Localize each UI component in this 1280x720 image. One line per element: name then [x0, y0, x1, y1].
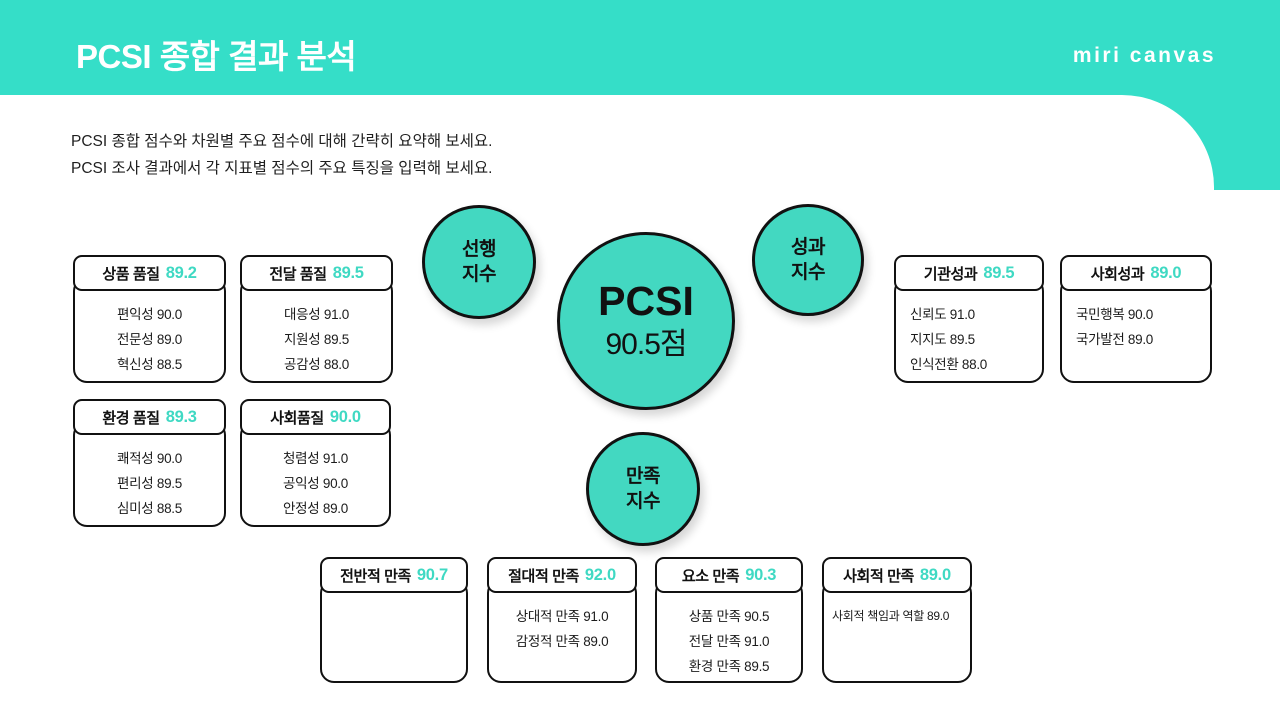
card-social-quality[interactable]: 청렴성 91.0 공익성 90.0 안정성 89.0 사회품질 90.0	[240, 399, 391, 527]
metric-item: 지원성 89.5	[284, 332, 349, 347]
metric-item: 공익성 90.0	[283, 476, 348, 491]
card-score: 89.5	[332, 263, 364, 282]
metric-item: 감정적 만족 89.0	[515, 634, 609, 649]
card-header: 사회적 만족 89.0	[822, 557, 972, 593]
card-body: 대응성 91.0 지원성 89.5 공감성 88.0	[240, 277, 393, 383]
circle-label-line-1: 만족	[626, 466, 660, 487]
card-score: 89.0	[1150, 263, 1182, 282]
circle-label-line-1: 성과	[791, 237, 825, 258]
card-body: 청렴성 91.0 공익성 90.0 안정성 89.0	[240, 421, 391, 527]
circle-label-line-2: 지수	[462, 264, 496, 285]
card-body: 상대적 만족 91.0 감정적 만족 89.0	[487, 579, 637, 683]
card-body: 상품 만족 90.5 전달 만족 91.0 환경 만족 89.5	[655, 579, 803, 683]
circle-pcsi-main[interactable]: PCSI 90.5점	[557, 232, 735, 410]
card-header: 전반적 만족 90.7	[320, 557, 468, 593]
metric-item: 상대적 만족 91.0	[515, 609, 609, 624]
card-title: 사회품질	[270, 409, 324, 427]
metric-item: 전달 만족 91.0	[688, 634, 770, 649]
card-score: 90.7	[416, 565, 448, 584]
card-social-performance[interactable]: 국민행복 90.0 국가발전 89.0 사회성과 89.0	[1060, 255, 1212, 383]
metric-item: 국가발전 89.0	[1076, 332, 1154, 347]
card-delivery-quality[interactable]: 대응성 91.0 지원성 89.5 공감성 88.0 전달 품질 89.5	[240, 255, 393, 383]
metric-item: 환경 만족 89.5	[688, 659, 770, 674]
page-title: PCSI 종합 결과 분석	[76, 38, 357, 75]
metric-item: 청렴성 91.0	[283, 451, 348, 466]
card-header: 기관성과 89.5	[894, 255, 1044, 291]
card-score: 90.3	[745, 565, 777, 584]
card-product-quality[interactable]: 편익성 90.0 전문성 89.0 혁신성 88.5 상품 품질 89.2	[73, 255, 226, 383]
metric-item: 편리성 89.5	[117, 476, 182, 491]
metric-item: 쾌적성 90.0	[117, 451, 182, 466]
metric-item: 신뢰도 91.0	[910, 307, 975, 322]
card-social-satisfaction[interactable]: 사회적 책임과 역할 89.0 사회적 만족 89.0	[822, 557, 972, 683]
metric-item: 사회적 책임과 역할 89.0	[832, 609, 950, 623]
metric-item: 국민행복 90.0	[1076, 307, 1154, 322]
card-title: 요소 만족	[681, 567, 740, 585]
circle-main-title: PCSI	[598, 278, 694, 324]
card-header: 요소 만족 90.3	[655, 557, 803, 593]
card-score: 89.2	[165, 263, 197, 282]
card-title: 환경 품질	[102, 409, 160, 427]
metric-item: 대응성 91.0	[284, 307, 349, 322]
card-score: 89.5	[983, 263, 1015, 282]
card-score: 92.0	[584, 565, 616, 584]
subtitle-line-1: PCSI 종합 점수와 차원별 주요 점수에 대해 간략히 요약해 보세요.	[71, 133, 493, 150]
metric-item: 안정성 89.0	[283, 501, 348, 516]
card-title: 기관성과	[923, 265, 978, 283]
metric-item: 전문성 89.0	[117, 332, 182, 347]
metric-item: 인식전환 88.0	[910, 357, 988, 372]
card-title: 사회성과	[1090, 265, 1145, 283]
card-absolute-satisfaction[interactable]: 상대적 만족 91.0 감정적 만족 89.0 절대적 만족 92.0	[487, 557, 637, 683]
card-title: 전반적 만족	[340, 567, 411, 585]
card-environment-quality[interactable]: 쾌적성 90.0 편리성 89.5 심미성 88.5 환경 품질 89.3	[73, 399, 226, 527]
circle-label-line-1: 선행	[462, 239, 496, 260]
card-header: 절대적 만족 92.0	[487, 557, 637, 593]
card-header: 환경 품질 89.3	[73, 399, 226, 435]
header-curve-mask	[0, 95, 1214, 190]
card-score: 90.0	[329, 407, 361, 426]
card-header: 상품 품질 89.2	[73, 255, 226, 291]
subtitle-block: PCSI 종합 점수와 차원별 주요 점수에 대해 간략히 요약해 보세요. P…	[71, 128, 492, 182]
card-title: 절대적 만족	[508, 567, 579, 585]
card-body: 신뢰도 91.0 지지도 89.5 인식전환 88.0	[894, 277, 1044, 383]
card-body: 편익성 90.0 전문성 89.0 혁신성 88.5	[73, 277, 226, 383]
metric-item: 혁신성 88.5	[117, 357, 182, 372]
metric-item: 상품 만족 90.5	[688, 609, 770, 624]
card-body	[320, 579, 468, 683]
card-body: 쾌적성 90.0 편리성 89.5 심미성 88.5	[73, 421, 226, 527]
card-score: 89.0	[919, 565, 951, 584]
metric-item: 지지도 89.5	[910, 332, 975, 347]
subtitle-line-2: PCSI 조사 결과에서 각 지표별 점수의 주요 특징을 입력해 보세요.	[71, 160, 493, 177]
card-institutional-performance[interactable]: 신뢰도 91.0 지지도 89.5 인식전환 88.0 기관성과 89.5	[894, 255, 1044, 383]
card-title: 사회적 만족	[843, 567, 914, 585]
circle-main-score: 90.5점	[605, 328, 688, 361]
card-body: 사회적 책임과 역할 89.0	[822, 579, 972, 683]
circle-satisfaction-index[interactable]: 만족 지수	[586, 432, 700, 546]
circle-label-line-2: 지수	[626, 491, 660, 512]
card-score: 89.3	[165, 407, 197, 426]
metric-item: 편익성 90.0	[117, 307, 182, 322]
card-header: 전달 품질 89.5	[240, 255, 393, 291]
brand-logo: miri canvas	[1072, 44, 1216, 67]
circle-label-line-2: 지수	[791, 262, 825, 283]
card-body: 국민행복 90.0 국가발전 89.0	[1060, 277, 1212, 383]
card-element-satisfaction[interactable]: 상품 만족 90.5 전달 만족 91.0 환경 만족 89.5 요소 만족 9…	[655, 557, 803, 683]
card-overall-satisfaction[interactable]: 전반적 만족 90.7	[320, 557, 468, 683]
card-header: 사회성과 89.0	[1060, 255, 1212, 291]
metric-item: 심미성 88.5	[117, 501, 182, 516]
circle-leading-index[interactable]: 선행 지수	[422, 205, 536, 319]
card-header: 사회품질 90.0	[240, 399, 391, 435]
metric-item: 공감성 88.0	[284, 357, 349, 372]
card-title: 상품 품질	[102, 265, 160, 283]
circle-performance-index[interactable]: 성과 지수	[752, 204, 864, 316]
card-title: 전달 품질	[269, 265, 327, 283]
